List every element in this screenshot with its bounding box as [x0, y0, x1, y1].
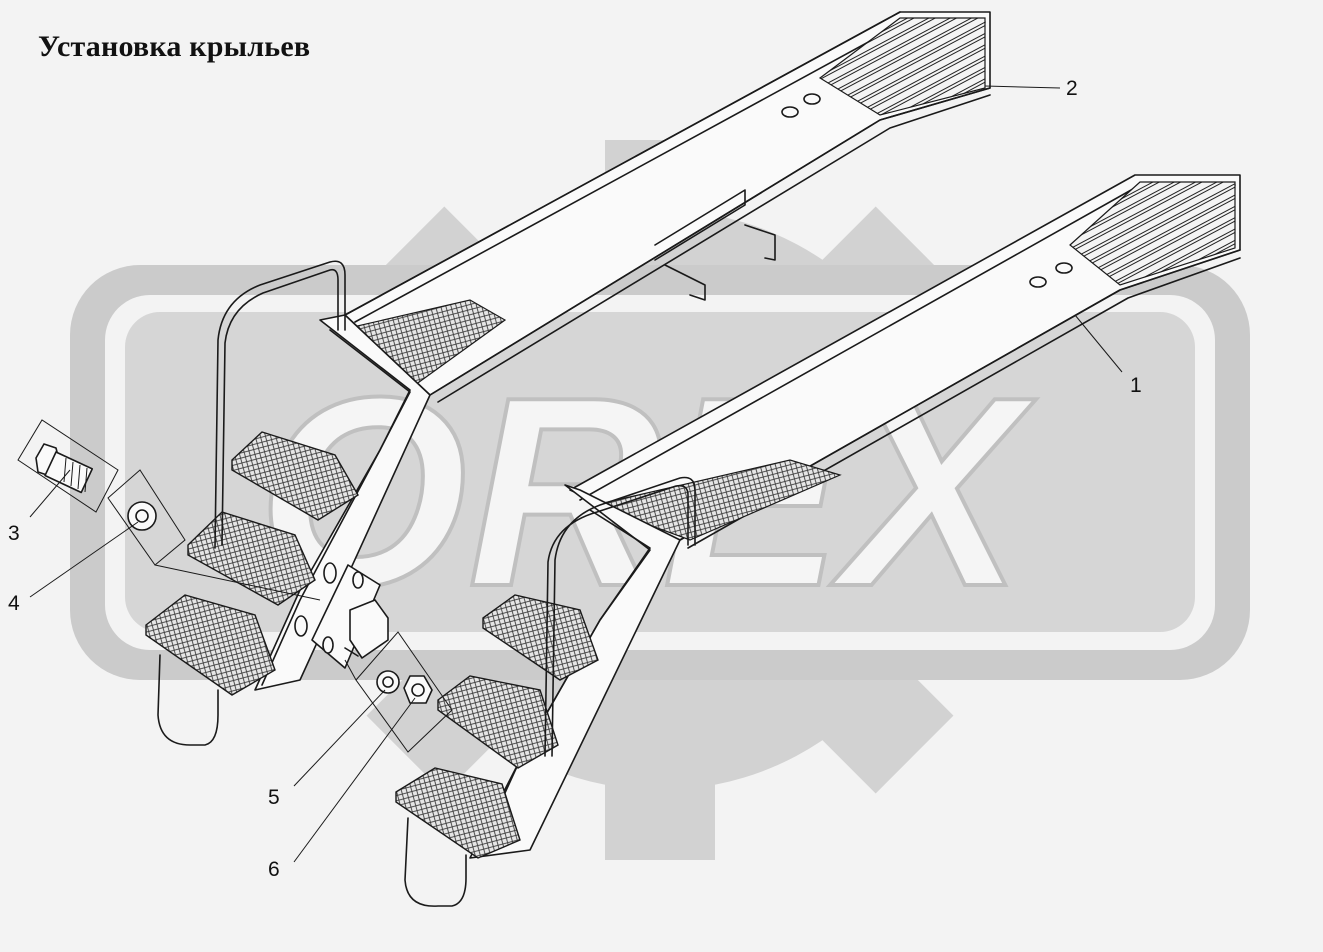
nut-icon	[403, 675, 433, 704]
callout-6: 6	[268, 858, 280, 881]
callout-3: 3	[8, 522, 20, 545]
callout-2: 2	[1066, 77, 1078, 100]
leader-lines	[29, 85, 1123, 863]
callout-1: 1	[1130, 374, 1142, 397]
wing-step-left	[145, 11, 991, 746]
page-title: Установка крыльев	[38, 30, 311, 63]
wing-step-right	[395, 174, 1241, 907]
callout-5: 5	[268, 786, 280, 809]
washer-nut-group-icon	[344, 631, 453, 753]
callout-4: 4	[8, 592, 20, 615]
washer-icon	[107, 469, 321, 601]
spring-washer-icon	[376, 670, 400, 694]
mounting-bracket	[311, 564, 389, 669]
